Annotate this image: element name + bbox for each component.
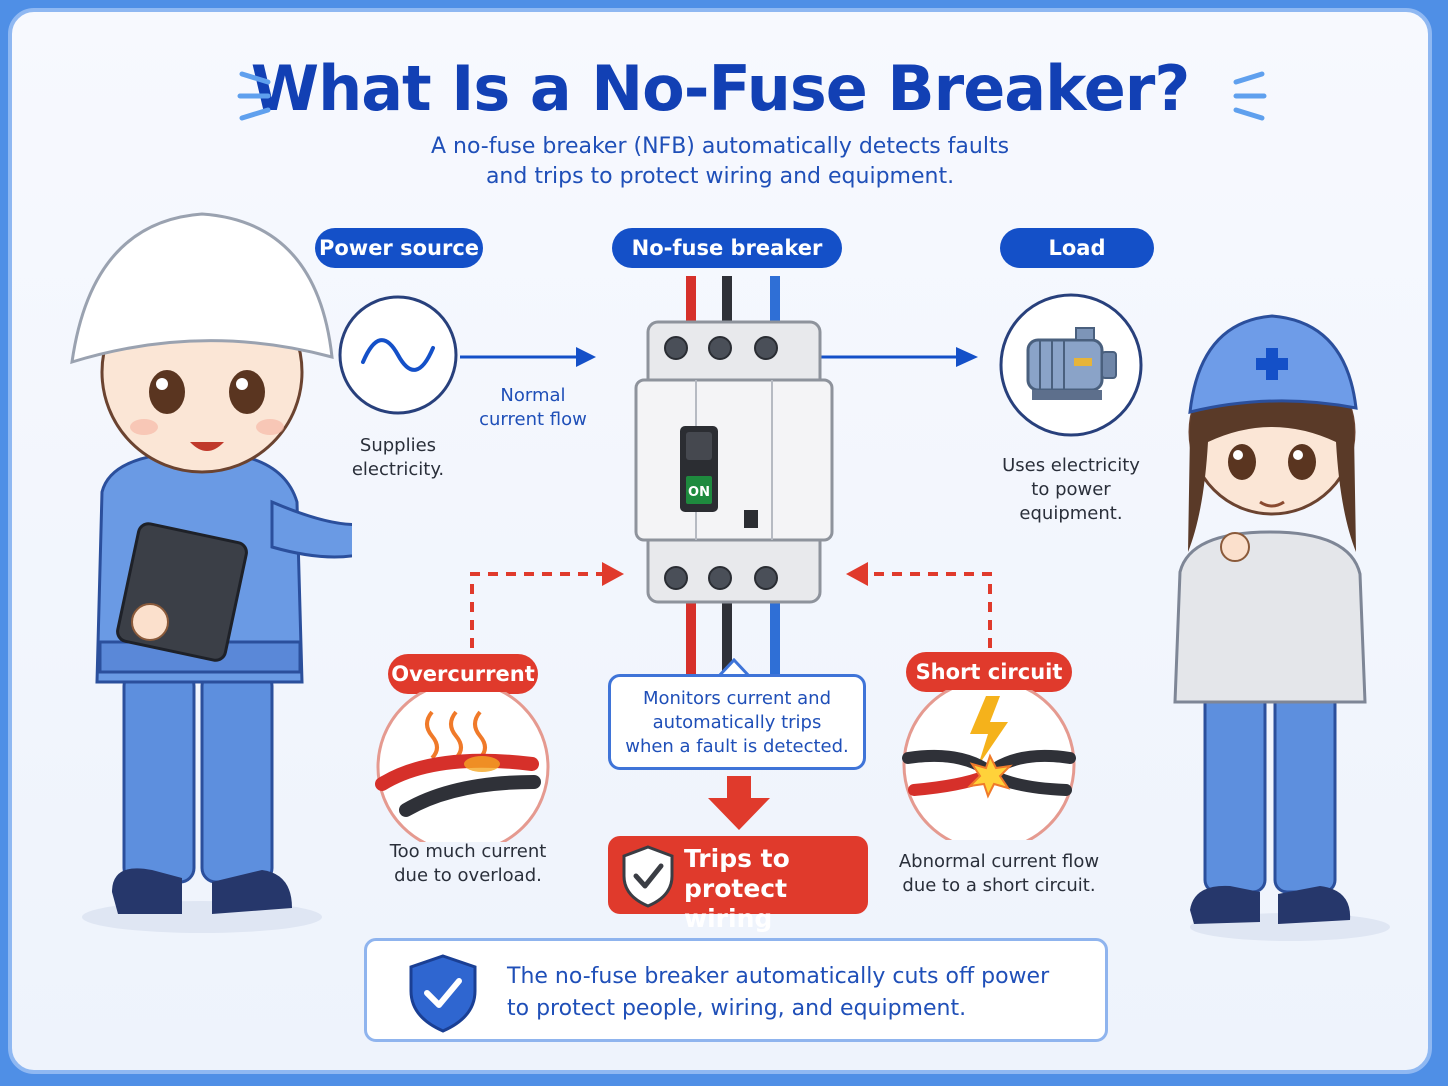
monitor-line-2: automatically trips <box>652 712 822 733</box>
subtitle-line-1: A no-fuse breaker (NFB) automatically de… <box>430 134 1010 159</box>
trip-line-2: protect wiring <box>684 874 788 933</box>
title-accent-left-icon <box>237 71 271 121</box>
load-label: Load <box>1000 228 1154 268</box>
breaker-illustration: ON <box>634 276 834 676</box>
flow-caption-line-1: Normal <box>500 385 566 406</box>
short-circuit-caption-line-1: Abnormal current flow <box>898 851 1100 872</box>
blue-check-shield-icon <box>409 954 477 1033</box>
summary-text: The no-fuse breaker automatically cuts o… <box>507 961 1087 1025</box>
load-caption-line-1: Uses electricity <box>1002 455 1140 476</box>
flow-arrow-left <box>460 347 596 367</box>
short-circuit-dashed-arrow <box>846 562 992 648</box>
monitor-callout: Monitors current and automatically trips… <box>608 674 866 770</box>
check-shield-icon <box>622 845 674 908</box>
power-source-label: Power source <box>315 228 483 268</box>
flow-arrow-right <box>816 347 978 367</box>
summary-line-2: to protect people, wiring, and equipment… <box>507 996 967 1021</box>
load-caption-line-2: to power equipment. <box>1019 479 1123 524</box>
page-title: What Is a No-Fuse Breaker? <box>250 52 1191 125</box>
overcurrent-caption-line-2: due to overload. <box>394 865 542 886</box>
power-caption-line-1: Supplies <box>359 435 437 456</box>
breaker-label: No-fuse breaker <box>612 228 842 268</box>
subtitle-line-2: and trips to protect wiring and equipmen… <box>485 164 955 189</box>
summary-line-1: The no-fuse breaker automatically cuts o… <box>507 964 1050 989</box>
monitor-line-1: Monitors current and <box>642 688 832 709</box>
breaker-switch-text: ON <box>688 485 710 500</box>
summary-box: The no-fuse breaker automatically cuts o… <box>364 938 1108 1042</box>
lightning-icon <box>970 696 1008 766</box>
infographic-frame: What Is a No-Fuse Breaker? A no-fuse bre… <box>8 8 1432 1074</box>
power-caption-line-2: electricity. <box>351 459 445 480</box>
short-circuit-label: Short circuit <box>906 652 1072 692</box>
motor-icon <box>999 293 1143 437</box>
trip-result-box: Trips to protect wiring <box>608 836 868 933</box>
down-arrow-icon <box>708 776 770 830</box>
trip-line-1: Trips to <box>684 844 790 873</box>
spark-icon <box>967 753 1013 799</box>
trip-label: Trips to protect wiring <box>684 844 864 934</box>
engineer-girl-illustration <box>1173 314 1390 941</box>
short-circuit-cable-icon <box>902 690 1076 840</box>
sine-wave-icon <box>338 295 458 415</box>
title-accent-right-icon <box>1233 71 1267 121</box>
heat-waves-icon <box>425 710 439 760</box>
overcurrent-dashed-arrow <box>470 562 624 648</box>
engineer-boy-illustration <box>70 212 352 933</box>
overcurrent-caption-line-1: Too much current <box>389 841 547 862</box>
overcurrent-label: Overcurrent <box>388 654 538 694</box>
short-circuit-caption-line-2: due to a short circuit. <box>902 875 1096 896</box>
monitor-box-pointer <box>716 658 752 678</box>
flow-caption-line-2: current flow <box>479 409 587 430</box>
monitor-line-3: when a fault is detected. <box>625 736 849 757</box>
overheated-cable-icon <box>375 692 550 842</box>
